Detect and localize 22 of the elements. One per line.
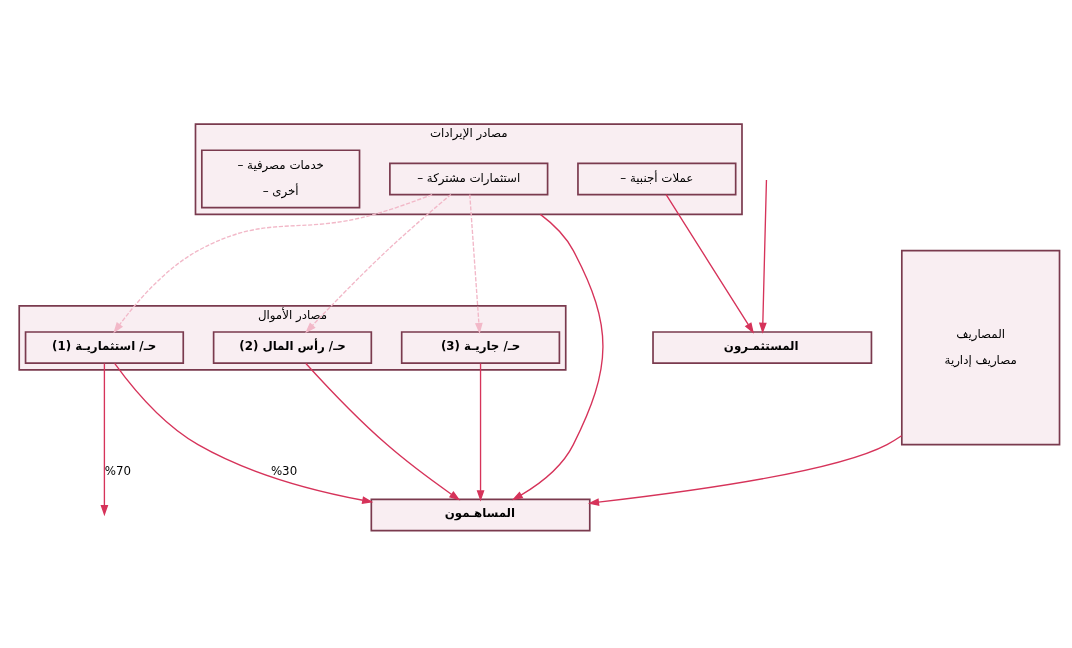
arrow (113, 193, 433, 334)
arrow (758, 179, 768, 334)
arrow (305, 193, 452, 334)
arrow (476, 362, 485, 502)
arrow (665, 193, 754, 334)
node-box: – استثمارات مشتركة (389, 162, 549, 196)
edge-label: %70 (104, 464, 132, 479)
arrow (113, 362, 374, 504)
arrow (469, 193, 483, 335)
node-box: حـ/ استثماريـة (1) (24, 331, 185, 365)
node-box: المساهـمون (370, 498, 591, 532)
node-box: حـ/ رأس المال (2) (212, 331, 373, 365)
node-box: المصاريف مصاريف إدارية (900, 249, 1061, 446)
node-box: المستثمـرون (652, 331, 873, 365)
arrow (100, 362, 109, 517)
node-box: – عملات أجنبية (577, 162, 737, 196)
edge-label: %30 (270, 464, 298, 479)
arrow (511, 213, 604, 501)
node-box: حـ/ جاريـة (3) (400, 331, 561, 365)
arrow (305, 362, 461, 501)
node-box: – خدمات مصرفية – أخرى (200, 149, 361, 209)
arrow (587, 435, 903, 506)
